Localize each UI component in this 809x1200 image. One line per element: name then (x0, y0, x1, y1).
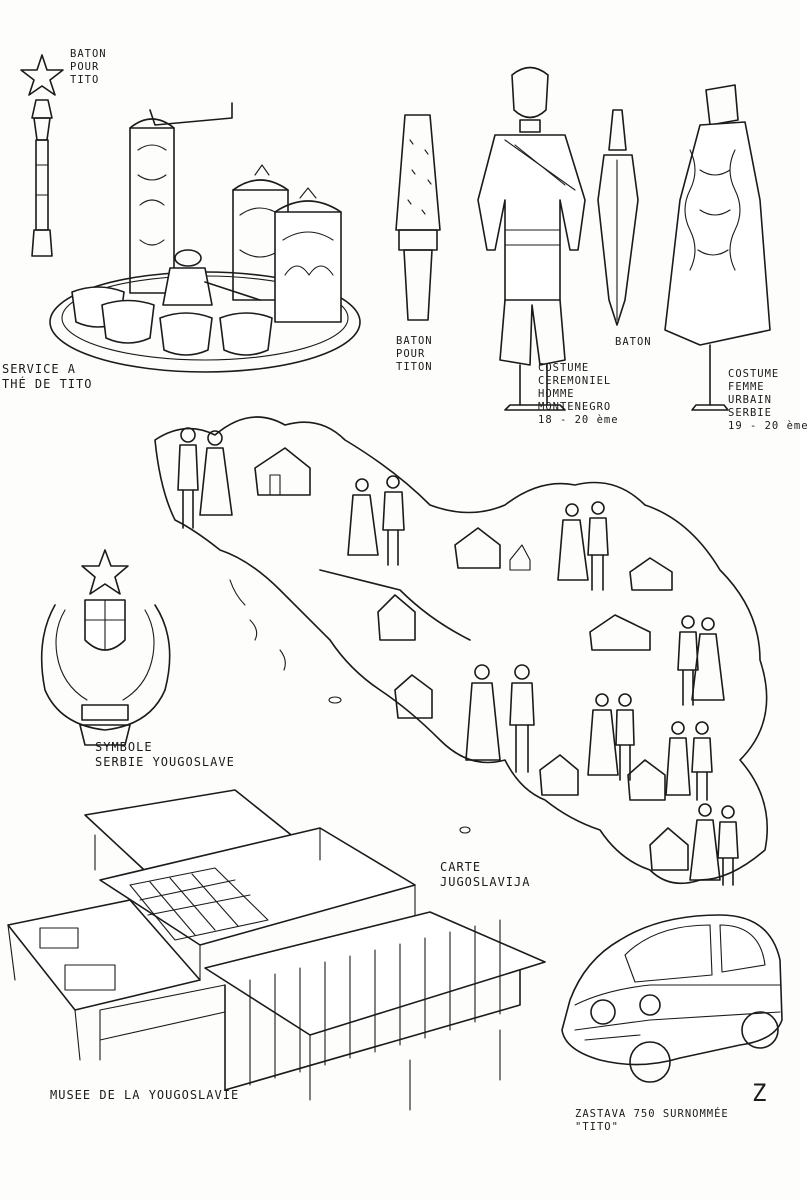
label-baton-titon: BATON POUR TITON (396, 335, 433, 373)
label-baton-right: BATON (615, 336, 652, 348)
label-zastava: ZASTAVA 750 SURNOMMÉE "TITO" (575, 1108, 729, 1133)
costume-homme-drawing (477, 66, 586, 411)
label-costume-femme: COSTUME FEMME URBAIN SERBIE 19 - 20 ème (728, 368, 809, 432)
label-costume-homme: COSTUME CEREMONIEL HOMME MONTENEGRO 18 -… (538, 362, 619, 426)
zastava-car-drawing (561, 914, 783, 1083)
tea-service-drawing (49, 102, 361, 373)
label-musee: MUSEE DE LA YOUGOSLAVIE (50, 1088, 240, 1102)
baton-tito-top-drawing (20, 54, 64, 257)
coat-of-arms-drawing (40, 549, 171, 746)
baton-right-drawing (597, 109, 639, 326)
label-symbole: SYMBOLE SERBIE YOUGOSLAVE (95, 740, 235, 769)
artist-signature: Z (752, 1079, 768, 1107)
yugoslavia-map-drawing (154, 416, 768, 885)
costume-femme-drawing (664, 84, 771, 411)
baton-titon-drawing (395, 114, 441, 321)
map-figures-drawing (177, 427, 739, 886)
label-service-a-the: SERVICE A THÉ DE TITO (2, 362, 93, 391)
museum-building-drawing (7, 789, 546, 1111)
label-baton-pour-tito: BATON POUR TITO (70, 48, 107, 86)
label-carte: CARTE JUGOSLAVIJA (440, 860, 531, 889)
